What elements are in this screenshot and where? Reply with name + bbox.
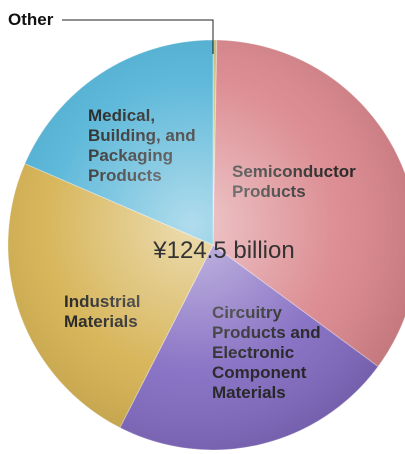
other-callout-label: Other [8,10,54,29]
other-callout: Other [8,10,214,54]
total-value-label: ¥124.5 billion [152,237,294,264]
other-callout-line [62,19,214,54]
